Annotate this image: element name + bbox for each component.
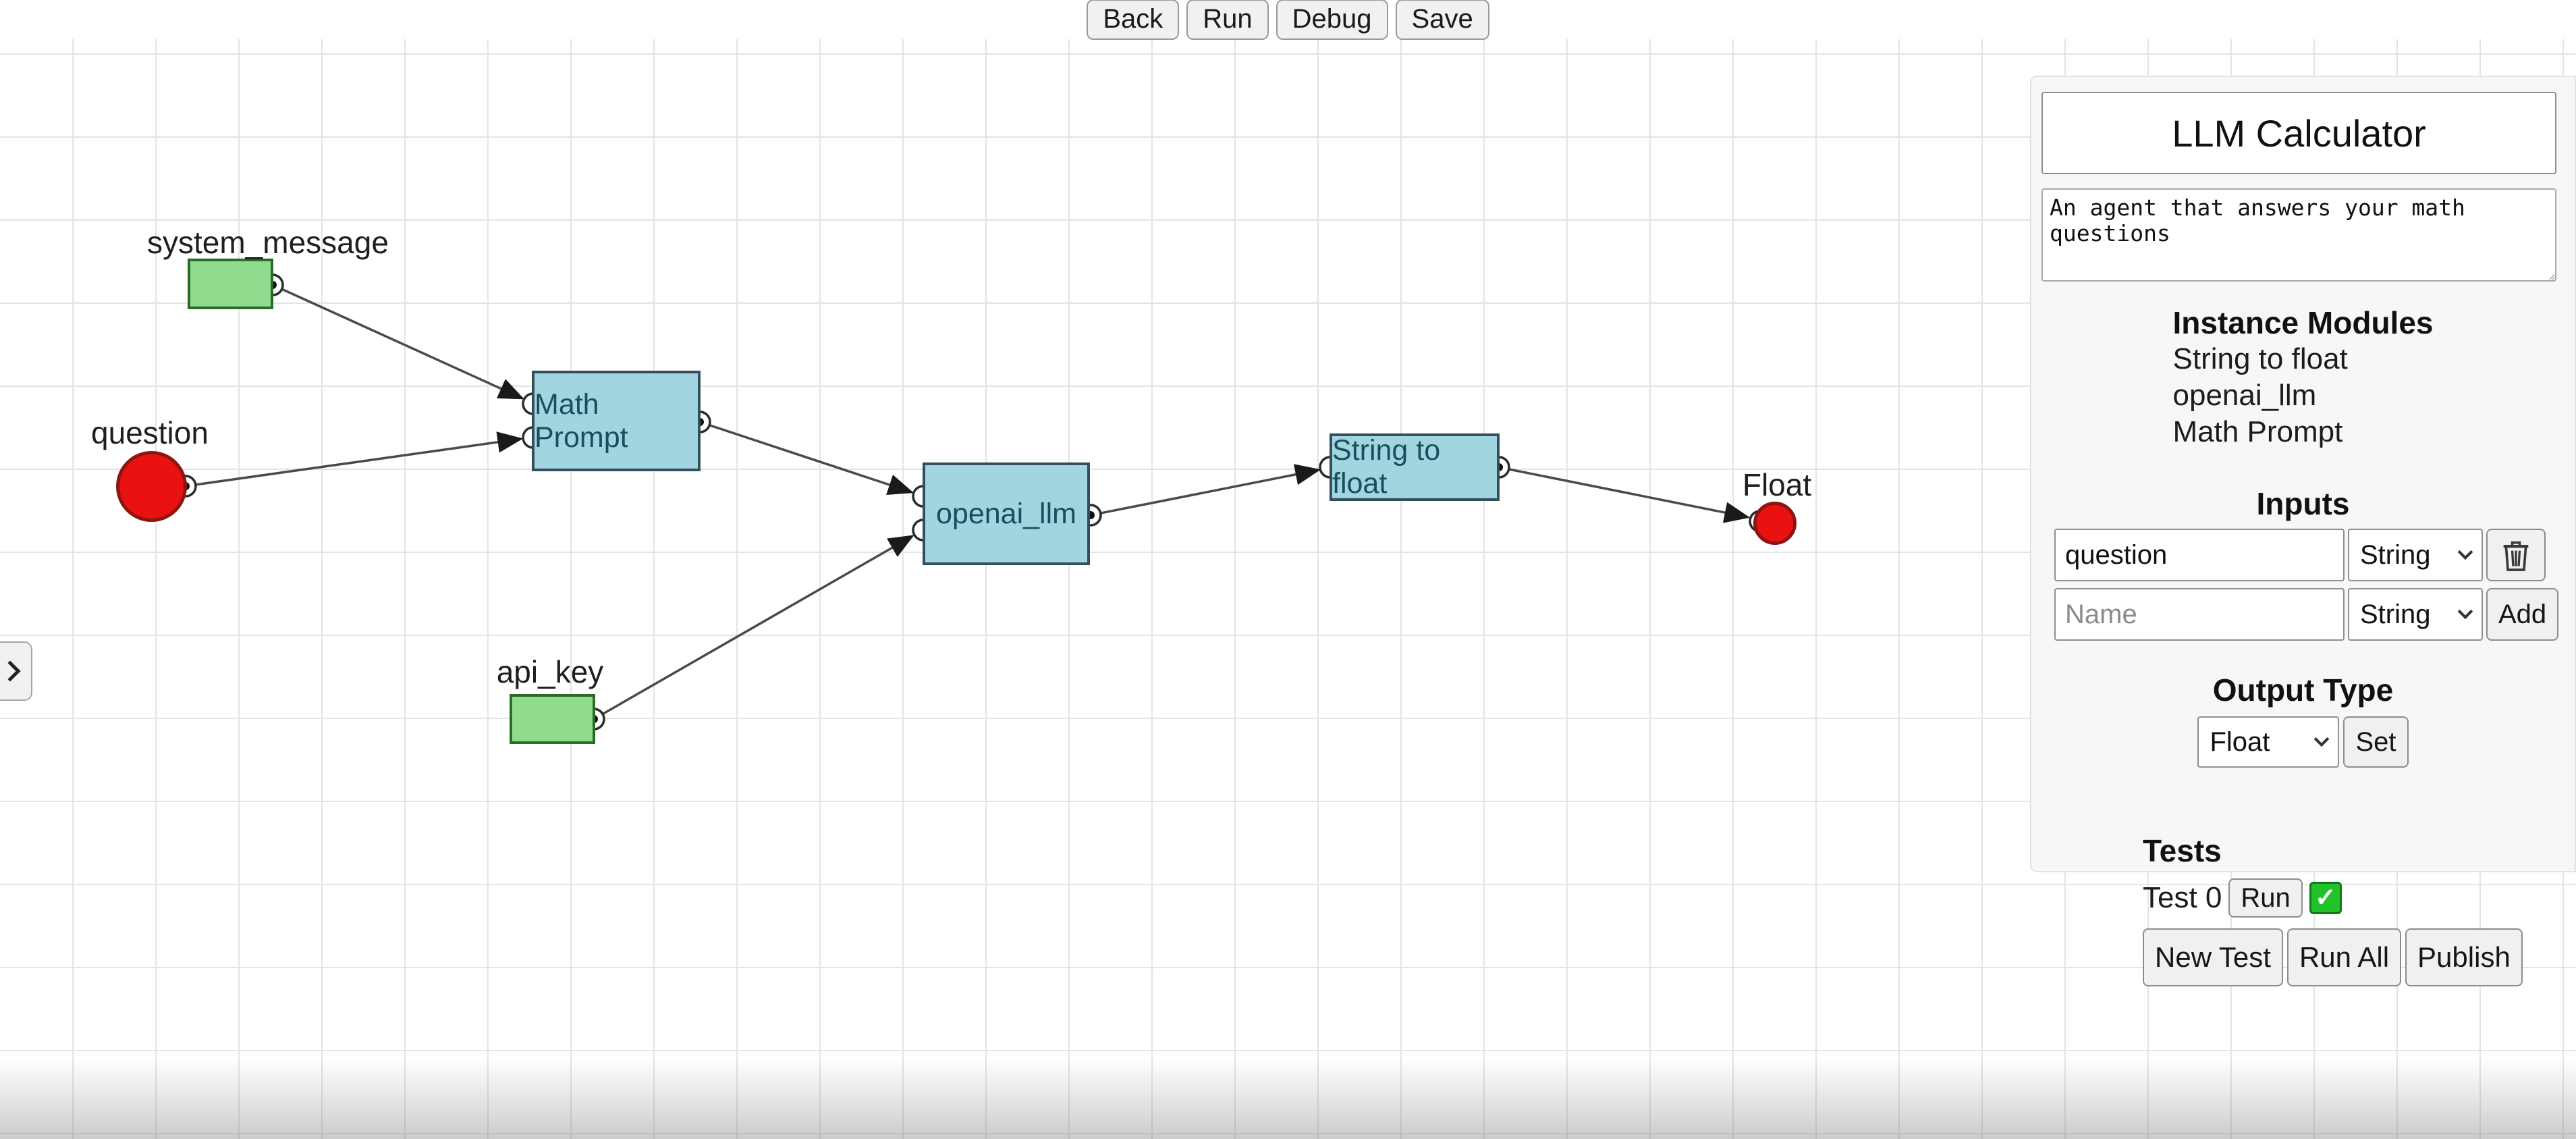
new-test-button[interactable]: New Test bbox=[2143, 928, 2283, 986]
instance-modules-heading: Instance Modules bbox=[2172, 305, 2434, 340]
delete-input-button[interactable] bbox=[2486, 529, 2546, 581]
test-pass-check-icon: ✓ bbox=[2309, 882, 2342, 914]
test-label: Test 0 bbox=[2143, 881, 2222, 914]
debug-button[interactable]: Debug bbox=[1276, 0, 1388, 40]
inputs-heading: Inputs bbox=[2256, 486, 2350, 521]
trash-icon bbox=[2503, 541, 2529, 571]
set-output-type-button[interactable]: Set bbox=[2343, 716, 2409, 768]
run-all-button[interactable]: Run All bbox=[2286, 928, 2402, 986]
output-type-heading: Output Type bbox=[2212, 672, 2394, 708]
chevron-down-icon bbox=[2457, 544, 2473, 560]
publish-button[interactable]: Publish bbox=[2405, 928, 2523, 986]
edge-stringtofloat-float bbox=[1498, 466, 1751, 523]
agent-description-textarea[interactable]: An agent that answers your math question… bbox=[2041, 188, 2556, 282]
edge-openaillm-stringtofloat bbox=[1090, 464, 1321, 516]
edge-systemmessage-mathprompt bbox=[272, 284, 524, 400]
output-type-row: Float Set bbox=[2031, 716, 2575, 768]
node-question[interactable] bbox=[116, 451, 187, 522]
edge-question-mathprompt bbox=[185, 431, 524, 487]
tests-buttons-row: New Test Run All Publish bbox=[2143, 928, 2575, 986]
edge-mathprompt-openaillm bbox=[699, 421, 914, 496]
agent-properties-panel: An agent that answers your math question… bbox=[2030, 76, 2576, 986]
instance-module-item[interactable]: Math Prompt bbox=[2172, 415, 2343, 448]
chevron-down-icon bbox=[2457, 604, 2473, 620]
output-type-select[interactable]: Float bbox=[2197, 716, 2340, 768]
input-row-question: String bbox=[2054, 529, 2575, 581]
top-toolbar: Back Run Debug Save bbox=[0, 0, 2576, 40]
chevron-right-icon bbox=[0, 660, 21, 682]
node-openai-llm[interactable]: openai_llm bbox=[923, 462, 1090, 565]
tests-heading: Tests bbox=[2143, 833, 2222, 868]
node-math-prompt[interactable]: Math Prompt bbox=[532, 371, 701, 471]
instance-module-item[interactable]: openai_llm bbox=[2172, 379, 2317, 412]
chevron-down-icon bbox=[2314, 731, 2330, 747]
input-name-field[interactable] bbox=[2054, 529, 2345, 581]
node-system-message[interactable] bbox=[188, 259, 273, 309]
expand-left-panel-button[interactable] bbox=[0, 641, 32, 701]
instance-module-item[interactable]: String to float bbox=[2172, 342, 2348, 375]
input-type-select[interactable]: String bbox=[2348, 529, 2483, 581]
edge-apikey-openaillm bbox=[593, 535, 914, 720]
run-test-button[interactable]: Run bbox=[2228, 878, 2303, 918]
node-api-key[interactable] bbox=[510, 694, 595, 744]
back-button[interactable]: Back bbox=[1087, 0, 1180, 40]
new-input-type-select[interactable]: String bbox=[2348, 588, 2483, 641]
new-input-type-selected-value: String bbox=[2360, 599, 2431, 629]
node-string-to-float[interactable]: String to float bbox=[1330, 433, 1500, 501]
output-type-selected-value: Float bbox=[2210, 726, 2270, 757]
output-type-section: Output Type bbox=[2031, 672, 2575, 708]
new-input-name-field[interactable] bbox=[2054, 588, 2345, 641]
run-button[interactable]: Run bbox=[1186, 0, 1269, 40]
agent-title-input[interactable] bbox=[2041, 92, 2556, 174]
node-float-output[interactable] bbox=[1753, 502, 1797, 545]
inputs-heading-wrap: Inputs bbox=[2031, 485, 2575, 522]
input-row-new: String Add bbox=[2054, 588, 2575, 641]
instance-modules-section: Instance Modules String to float openai_… bbox=[2031, 304, 2575, 450]
add-input-button[interactable]: Add bbox=[2486, 588, 2559, 641]
tests-section: Tests Test 0 Run ✓ New Test Run All Publ… bbox=[2143, 832, 2575, 986]
save-button[interactable]: Save bbox=[1395, 0, 1489, 40]
test-row-0: Test 0 Run ✓ bbox=[2143, 878, 2575, 918]
input-type-selected-value: String bbox=[2360, 539, 2431, 570]
